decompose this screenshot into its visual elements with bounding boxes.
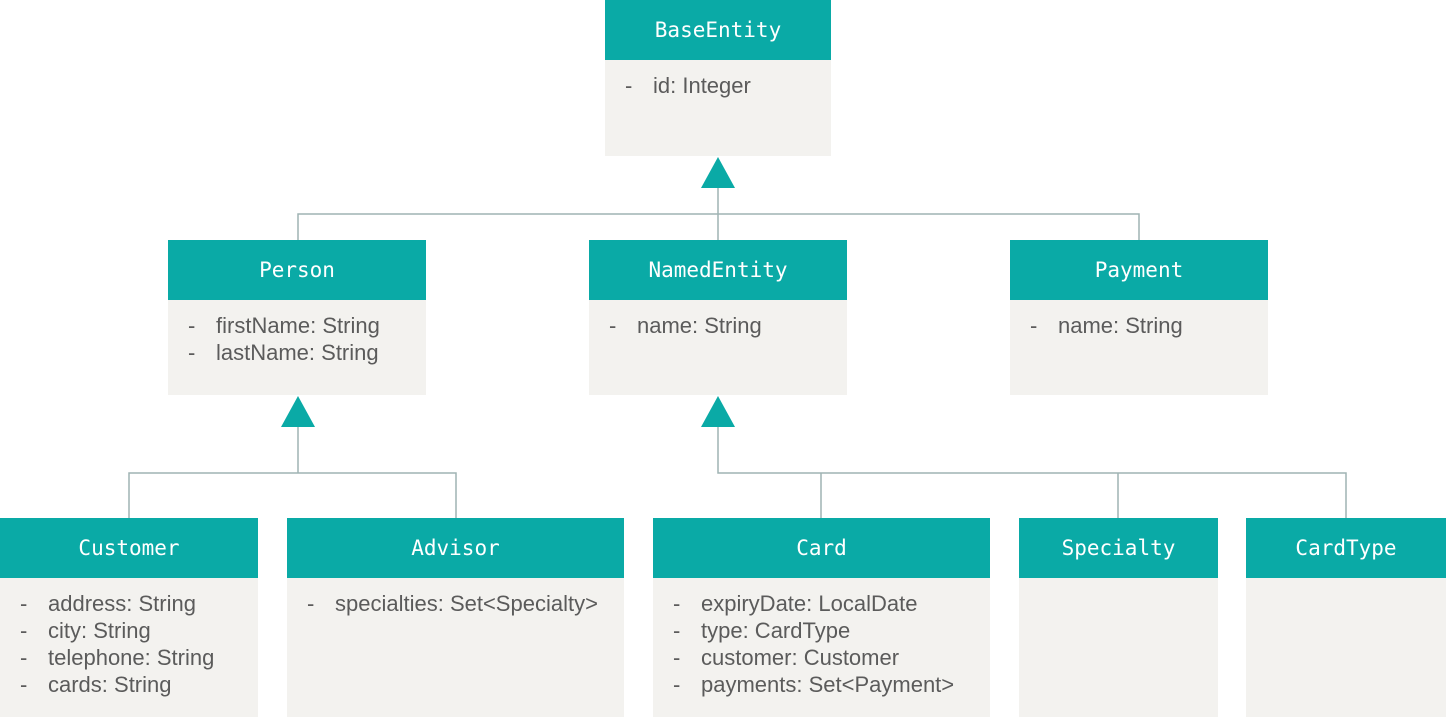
connector-bar-base-entity [297,213,1140,240]
attribute-row: -name: String [1030,312,1268,339]
class-card: Card -expiryDate: LocalDate-type: CardTy… [653,518,990,717]
attribute-prefix: - [188,313,196,338]
class-attributes: -firstName: String-lastName: String [168,300,426,395]
class-attributes: -address: String-city: String-telephone:… [0,578,258,717]
class-name: Card [653,518,990,578]
attribute-prefix: - [609,313,617,338]
attribute-text: id: Integer [653,73,751,98]
attribute-row: -payments: Set<Payment> [673,671,990,698]
class-specialty: Specialty [1019,518,1218,717]
class-name: CardType [1246,518,1446,578]
class-name: BaseEntity [605,0,831,60]
attribute-row: -lastName: String [188,339,426,366]
attribute-row: -type: CardType [673,617,990,644]
attribute-prefix: - [20,618,28,643]
class-attributes: -name: String [589,300,847,395]
class-attributes: -specialties: Set<Specialty> [287,578,624,717]
class-card-type: CardType [1246,518,1446,717]
attribute-prefix: - [625,73,633,98]
attribute-prefix: - [673,618,681,643]
attribute-prefix: - [673,591,681,616]
class-name: Advisor [287,518,624,578]
attribute-prefix: - [673,645,681,670]
attribute-prefix: - [307,591,315,616]
inheritance-arrow-base-entity [701,157,735,188]
class-attributes: -name: String [1010,300,1268,395]
attribute-text: address: String [48,591,196,616]
attribute-row: -city: String [20,617,258,644]
class-name: Customer [0,518,258,578]
class-customer: Customer -address: String-city: String-t… [0,518,258,717]
class-advisor: Advisor -specialties: Set<Specialty> [287,518,624,717]
attribute-row: -telephone: String [20,644,258,671]
attribute-row: -address: String [20,590,258,617]
attribute-row: -customer: Customer [673,644,990,671]
attribute-text: expiryDate: LocalDate [701,591,918,616]
attribute-text: specialties: Set<Specialty> [335,591,598,616]
class-attributes: -id: Integer [605,60,831,156]
inheritance-arrow-named-entity [701,396,735,427]
attribute-text: telephone: String [48,645,215,670]
connector-bar-person [128,472,457,518]
attribute-row: -specialties: Set<Specialty> [307,590,624,617]
attribute-row: -firstName: String [188,312,426,339]
attribute-text: type: CardType [701,618,851,643]
attribute-text: cards: String [48,672,172,697]
class-person: Person -firstName: String-lastName: Stri… [168,240,426,395]
attribute-text: city: String [48,618,151,643]
attribute-prefix: - [673,672,681,697]
class-attributes [1246,578,1446,717]
attribute-text: lastName: String [216,340,379,365]
attribute-row: -expiryDate: LocalDate [673,590,990,617]
attribute-row: -cards: String [20,671,258,698]
class-attributes: -expiryDate: LocalDate-type: CardType-cu… [653,578,990,717]
inheritance-arrow-person [281,396,315,427]
class-base-entity: BaseEntity -id: Integer [605,0,831,156]
class-attributes [1019,578,1218,717]
attribute-row: -name: String [609,312,847,339]
attribute-prefix: - [1030,313,1038,338]
attribute-row: -id: Integer [625,72,831,99]
class-name: Payment [1010,240,1268,300]
class-name: Person [168,240,426,300]
attribute-prefix: - [188,340,196,365]
class-name: Specialty [1019,518,1218,578]
class-name: NamedEntity [589,240,847,300]
connector-named-entity [717,427,1347,518]
attribute-text: firstName: String [216,313,380,338]
attribute-text: payments: Set<Payment> [701,672,955,697]
attribute-text: name: String [1058,313,1183,338]
attribute-prefix: - [20,672,28,697]
attribute-text: name: String [637,313,762,338]
attribute-text: customer: Customer [701,645,900,670]
attribute-prefix: - [20,591,28,616]
class-payment: Payment -name: String [1010,240,1268,395]
attribute-prefix: - [20,645,28,670]
class-named-entity: NamedEntity -name: String [589,240,847,395]
